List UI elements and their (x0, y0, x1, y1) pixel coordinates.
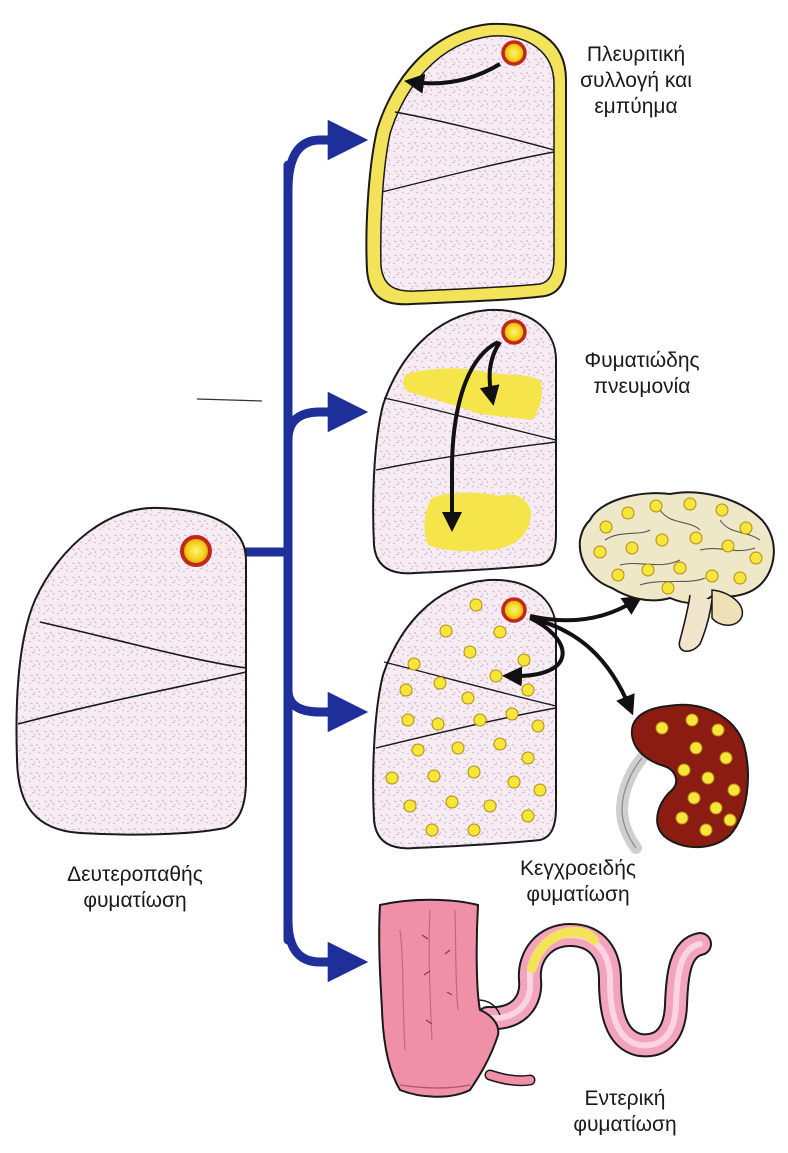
label-line: Δευτεροπαθής (67, 863, 203, 886)
label-line: φυματίωση (526, 883, 630, 906)
label-line: Φυματιώδης (584, 349, 700, 372)
intestinal-lesion (527, 926, 599, 973)
label-line: συλλογή και (580, 69, 692, 92)
pneumonia-lung (372, 308, 557, 575)
spread-arrow-short (479, 340, 502, 406)
lesion (501, 40, 527, 66)
pneumonia-patch-lower (424, 492, 531, 552)
lung-fissure-upper (394, 111, 555, 151)
label-line: πνευμονία (593, 375, 691, 398)
pleural-lung (365, 22, 567, 306)
label-pleural: Πλευριτική συλλογή και εμπύημα (566, 42, 706, 120)
lesion (501, 319, 527, 345)
colon (378, 898, 500, 1098)
lung-fissure-upper (39, 621, 247, 669)
label-intestinal: Εντερική φυματίωση (540, 1086, 710, 1138)
branch-miliary (283, 685, 369, 733)
secondary-tb-lung (15, 506, 247, 836)
intestine-icon (378, 898, 712, 1098)
spread-arrow-kidney (529, 616, 635, 716)
branch-intestinal (283, 915, 369, 983)
label-line: φυματίωση (573, 1113, 677, 1136)
branch-pneumonia (283, 391, 369, 445)
branch-pleural (283, 119, 369, 195)
spread-arrow (404, 62, 502, 94)
spread-arrow-long (442, 340, 499, 532)
label-pneumonia: Φυματιώδης πνευμονία (572, 348, 712, 400)
pneumonia-patch-upper (403, 368, 543, 420)
label-line: εμπύημα (594, 95, 678, 118)
stray-mark (196, 398, 263, 402)
lung-fissure-upper (383, 397, 557, 441)
lung-fissure-lower (381, 151, 555, 193)
label-line: Εντερική (584, 1087, 666, 1110)
lung-fissure-lower (375, 441, 557, 471)
lung-fissure-upper (383, 661, 557, 707)
branch-arrows (217, 119, 369, 983)
label-line: Κεγχροειδής (519, 857, 637, 880)
lung-fissure-lower (17, 671, 247, 725)
label-line: φυματίωση (83, 889, 187, 912)
lesion (501, 597, 527, 623)
lung-icon (15, 506, 247, 836)
label-line: Πλευριτική (586, 43, 686, 66)
spread-arrow-lung (502, 616, 565, 687)
label-secondary-tb: Δευτεροπαθής φυματίωση (10, 862, 260, 914)
lung-icon (380, 35, 555, 292)
primary-lesion (180, 535, 212, 567)
miliary-lung (372, 578, 643, 850)
lung-icon (372, 578, 557, 850)
kidney-icon (615, 703, 749, 854)
miliary-nodules (385, 598, 547, 837)
label-miliary: Κεγχροειδής φυματίωση (488, 856, 668, 908)
brain-icon (578, 491, 775, 652)
spread-arrow-brain (529, 595, 643, 623)
